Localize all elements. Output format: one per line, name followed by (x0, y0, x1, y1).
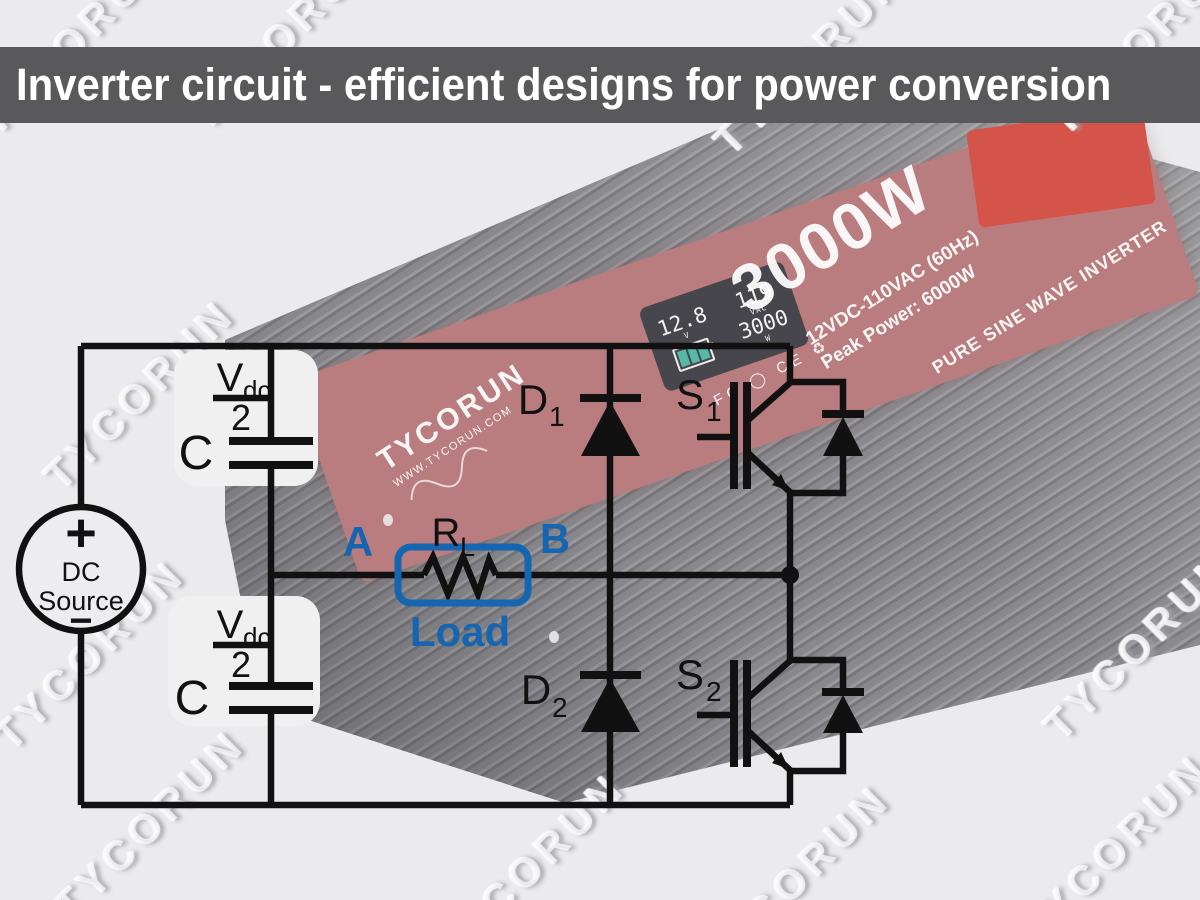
brand-block: TYCORUN WWW.TYCORUN.COM (372, 357, 558, 517)
v-label: V (217, 603, 244, 647)
rivet-icon (549, 631, 559, 643)
s1-antiparallel-diode-icon (823, 417, 863, 456)
s1-sub-label: 1 (706, 396, 722, 427)
capacitor-lower (229, 682, 313, 714)
d2-sub-label: 2 (552, 692, 568, 723)
igbt-s1-gate-bars (730, 382, 751, 489)
diode-d1-icon (581, 401, 640, 456)
switch-s1 (697, 346, 864, 575)
sine-wave-icon (410, 447, 488, 500)
d1-label: D (518, 376, 548, 423)
d1-sub-label: 1 (549, 401, 565, 432)
diode-leg (580, 346, 641, 805)
load-branch (271, 543, 799, 607)
emitter-arrow-icon (772, 752, 789, 769)
s2-antiparallel-diode-icon (823, 695, 863, 733)
half-label: 2 (231, 397, 251, 438)
capacitor-leg (229, 346, 313, 805)
capacitor-upper-label: C (179, 427, 214, 480)
plus-icon: + (65, 503, 97, 563)
emitter-arrow-icon (772, 474, 789, 491)
s2-sub-label: 2 (706, 676, 722, 707)
igbt-s2-gate-bars (730, 660, 751, 767)
title-bar: Inverter circuit - efficient designs for… (0, 47, 1200, 123)
resistor-sub-label: L (460, 532, 475, 562)
dc-source-label: Source (38, 586, 124, 616)
load-label: Load (410, 608, 510, 655)
dc-bus-wires (77, 342, 790, 809)
page-title: Inverter circuit - efficient designs for… (16, 59, 1112, 110)
capacitor-upper (229, 437, 313, 469)
label-backdrop (168, 596, 320, 726)
rivet-icon (383, 514, 393, 526)
dc-source-label: DC (62, 557, 101, 587)
resistor-label: R (432, 511, 461, 555)
vdc-lower-label: V dc 2 (213, 603, 270, 685)
diode-d2-icon (581, 678, 640, 732)
load-box (394, 543, 532, 607)
dc-source-symbol: + DC Source − (15, 503, 147, 643)
capacitor-lower-label: C (175, 672, 210, 725)
switch-s2 (697, 575, 864, 805)
node-a-label: A (343, 518, 373, 565)
minus-icon: − (69, 599, 92, 643)
label-backdrop (174, 350, 318, 486)
node-b-label: B (540, 515, 570, 562)
half-label: 2 (231, 644, 251, 685)
v-label: V (217, 356, 244, 400)
resistor-zigzag (421, 548, 499, 604)
vdc-upper-label: V dc 2 (213, 356, 270, 438)
s1-label: S (676, 371, 704, 418)
inverter-label-band: TYCORUN WWW.TYCORUN.COM 12.8 V 119 VAC 3… (292, 91, 1200, 584)
d2-label: D (521, 666, 551, 713)
s2-label: S (676, 651, 704, 698)
